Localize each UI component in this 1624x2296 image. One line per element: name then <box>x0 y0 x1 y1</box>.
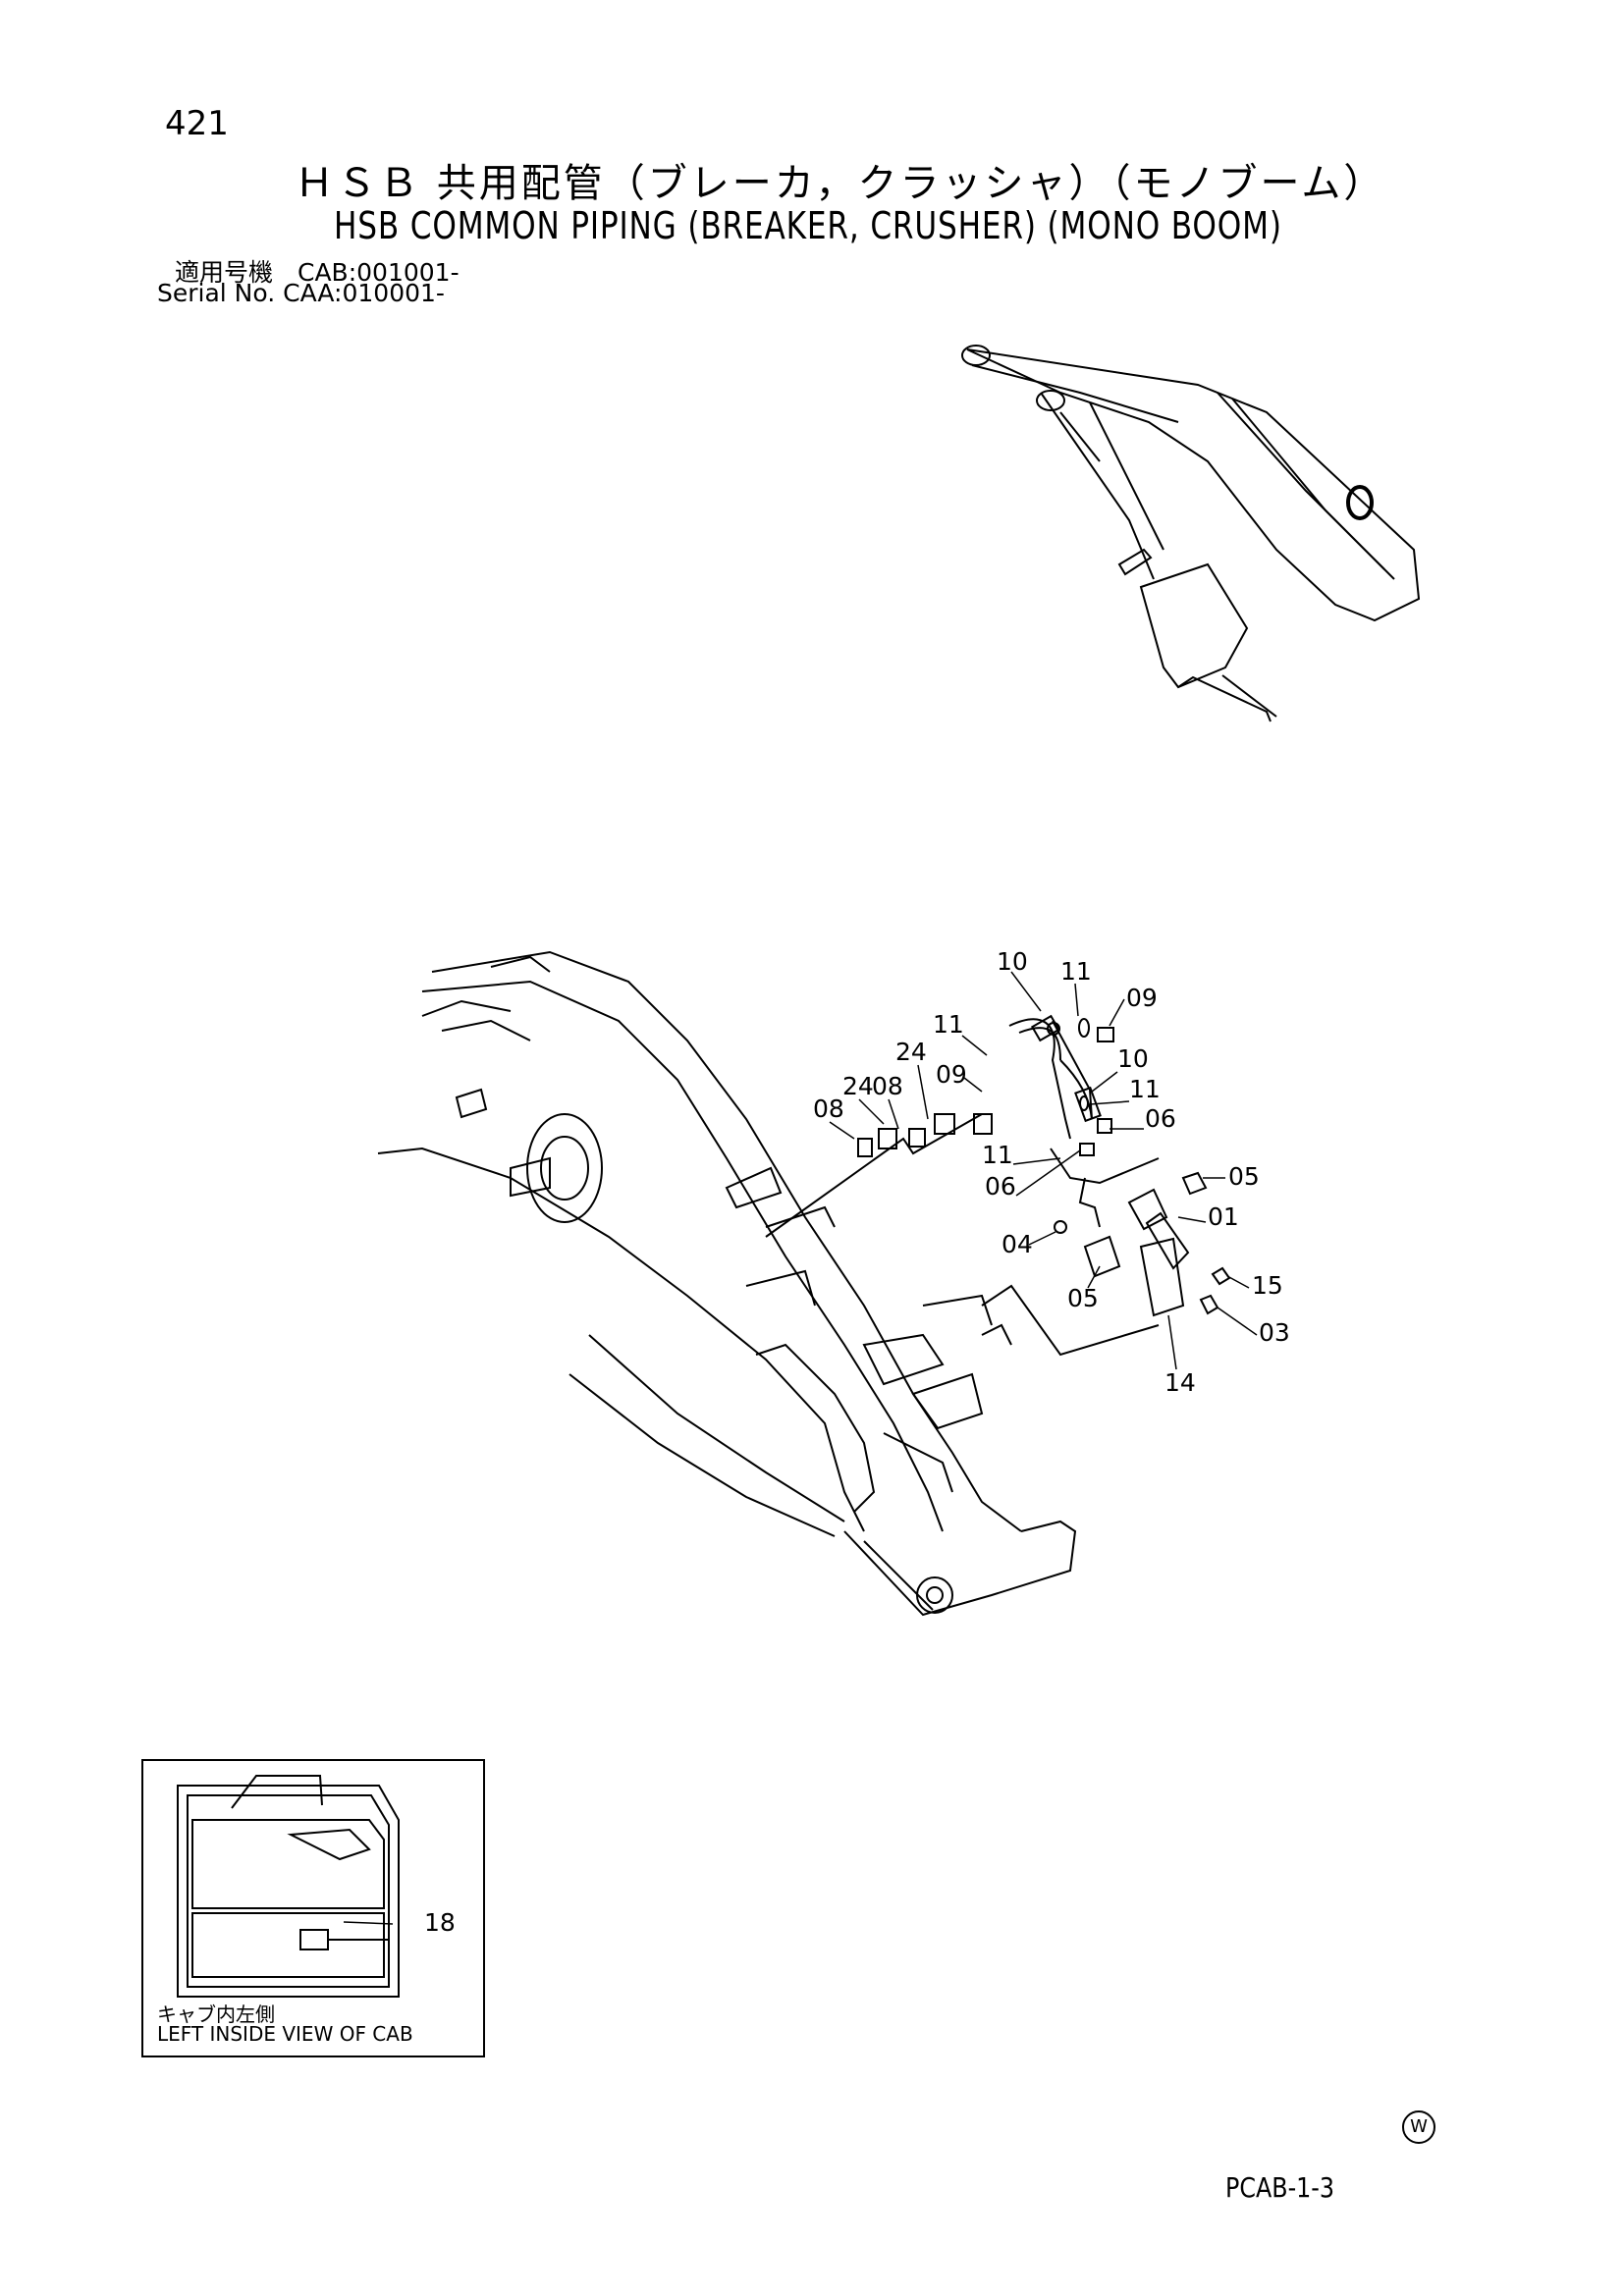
cab-inset-frame <box>141 1759 485 2057</box>
callout-05a: 05 <box>1228 1162 1260 1191</box>
page-code: PCAB-1-3 <box>1225 2171 1335 2204</box>
main-boom-drawing <box>377 950 1077 1617</box>
applicable-serial-japanese: 適用号機 CAB:001001- <box>175 258 460 287</box>
callout-01: 01 <box>1208 1202 1239 1231</box>
callout-leaders <box>343 971 1258 1925</box>
callout-10b: 10 <box>1117 1044 1149 1073</box>
callout-24b: 24 <box>895 1038 927 1066</box>
page-number: 421 <box>165 104 229 143</box>
page-title-japanese: ＨＳＢ 共用配管（ブレーカ，クラッシャ）（モノブーム） <box>295 161 1386 206</box>
overview-boom-drawing <box>961 345 1421 722</box>
callout-03: 03 <box>1259 1318 1290 1347</box>
callout-10a: 10 <box>997 947 1028 976</box>
callout-09a: 09 <box>1126 984 1158 1012</box>
callout-11b: 11 <box>933 1010 964 1039</box>
callout-06b: 06 <box>985 1172 1016 1201</box>
callout-24a: 24 <box>842 1072 874 1100</box>
callout-15: 15 <box>1252 1271 1283 1300</box>
callout-09b: 09 <box>936 1060 967 1089</box>
cab-caption-english: LEFT INSIDE VIEW OF CAB <box>157 2022 413 2046</box>
callout-11a: 11 <box>1060 957 1092 986</box>
w-mark-icon: W <box>1402 2110 1435 2144</box>
callout-18: 18 <box>424 1908 456 1937</box>
callout-14: 14 <box>1164 1368 1196 1397</box>
callout-08b: 08 <box>872 1072 903 1100</box>
callout-11d: 11 <box>982 1141 1013 1169</box>
part-callouts: 10 11 09 11 24 24 08 08 09 10 11 06 05 0… <box>424 947 1290 1937</box>
callout-04: 04 <box>1001 1230 1033 1258</box>
exploded-parts <box>765 1014 1231 1357</box>
callout-08a: 08 <box>813 1095 844 1123</box>
callout-06a: 06 <box>1145 1104 1176 1133</box>
cab-inset-drawing <box>177 1775 400 1998</box>
page-title-english: HSB COMMON PIPING (BREAKER, CRUSHER) (MO… <box>334 204 1282 247</box>
cab-caption-japanese: キャブ内左側 <box>157 2002 275 2026</box>
callout-05b: 05 <box>1067 1284 1099 1312</box>
callout-11c: 11 <box>1129 1075 1161 1103</box>
applicable-serial-english: Serial No. CAA:010001- <box>157 279 445 307</box>
